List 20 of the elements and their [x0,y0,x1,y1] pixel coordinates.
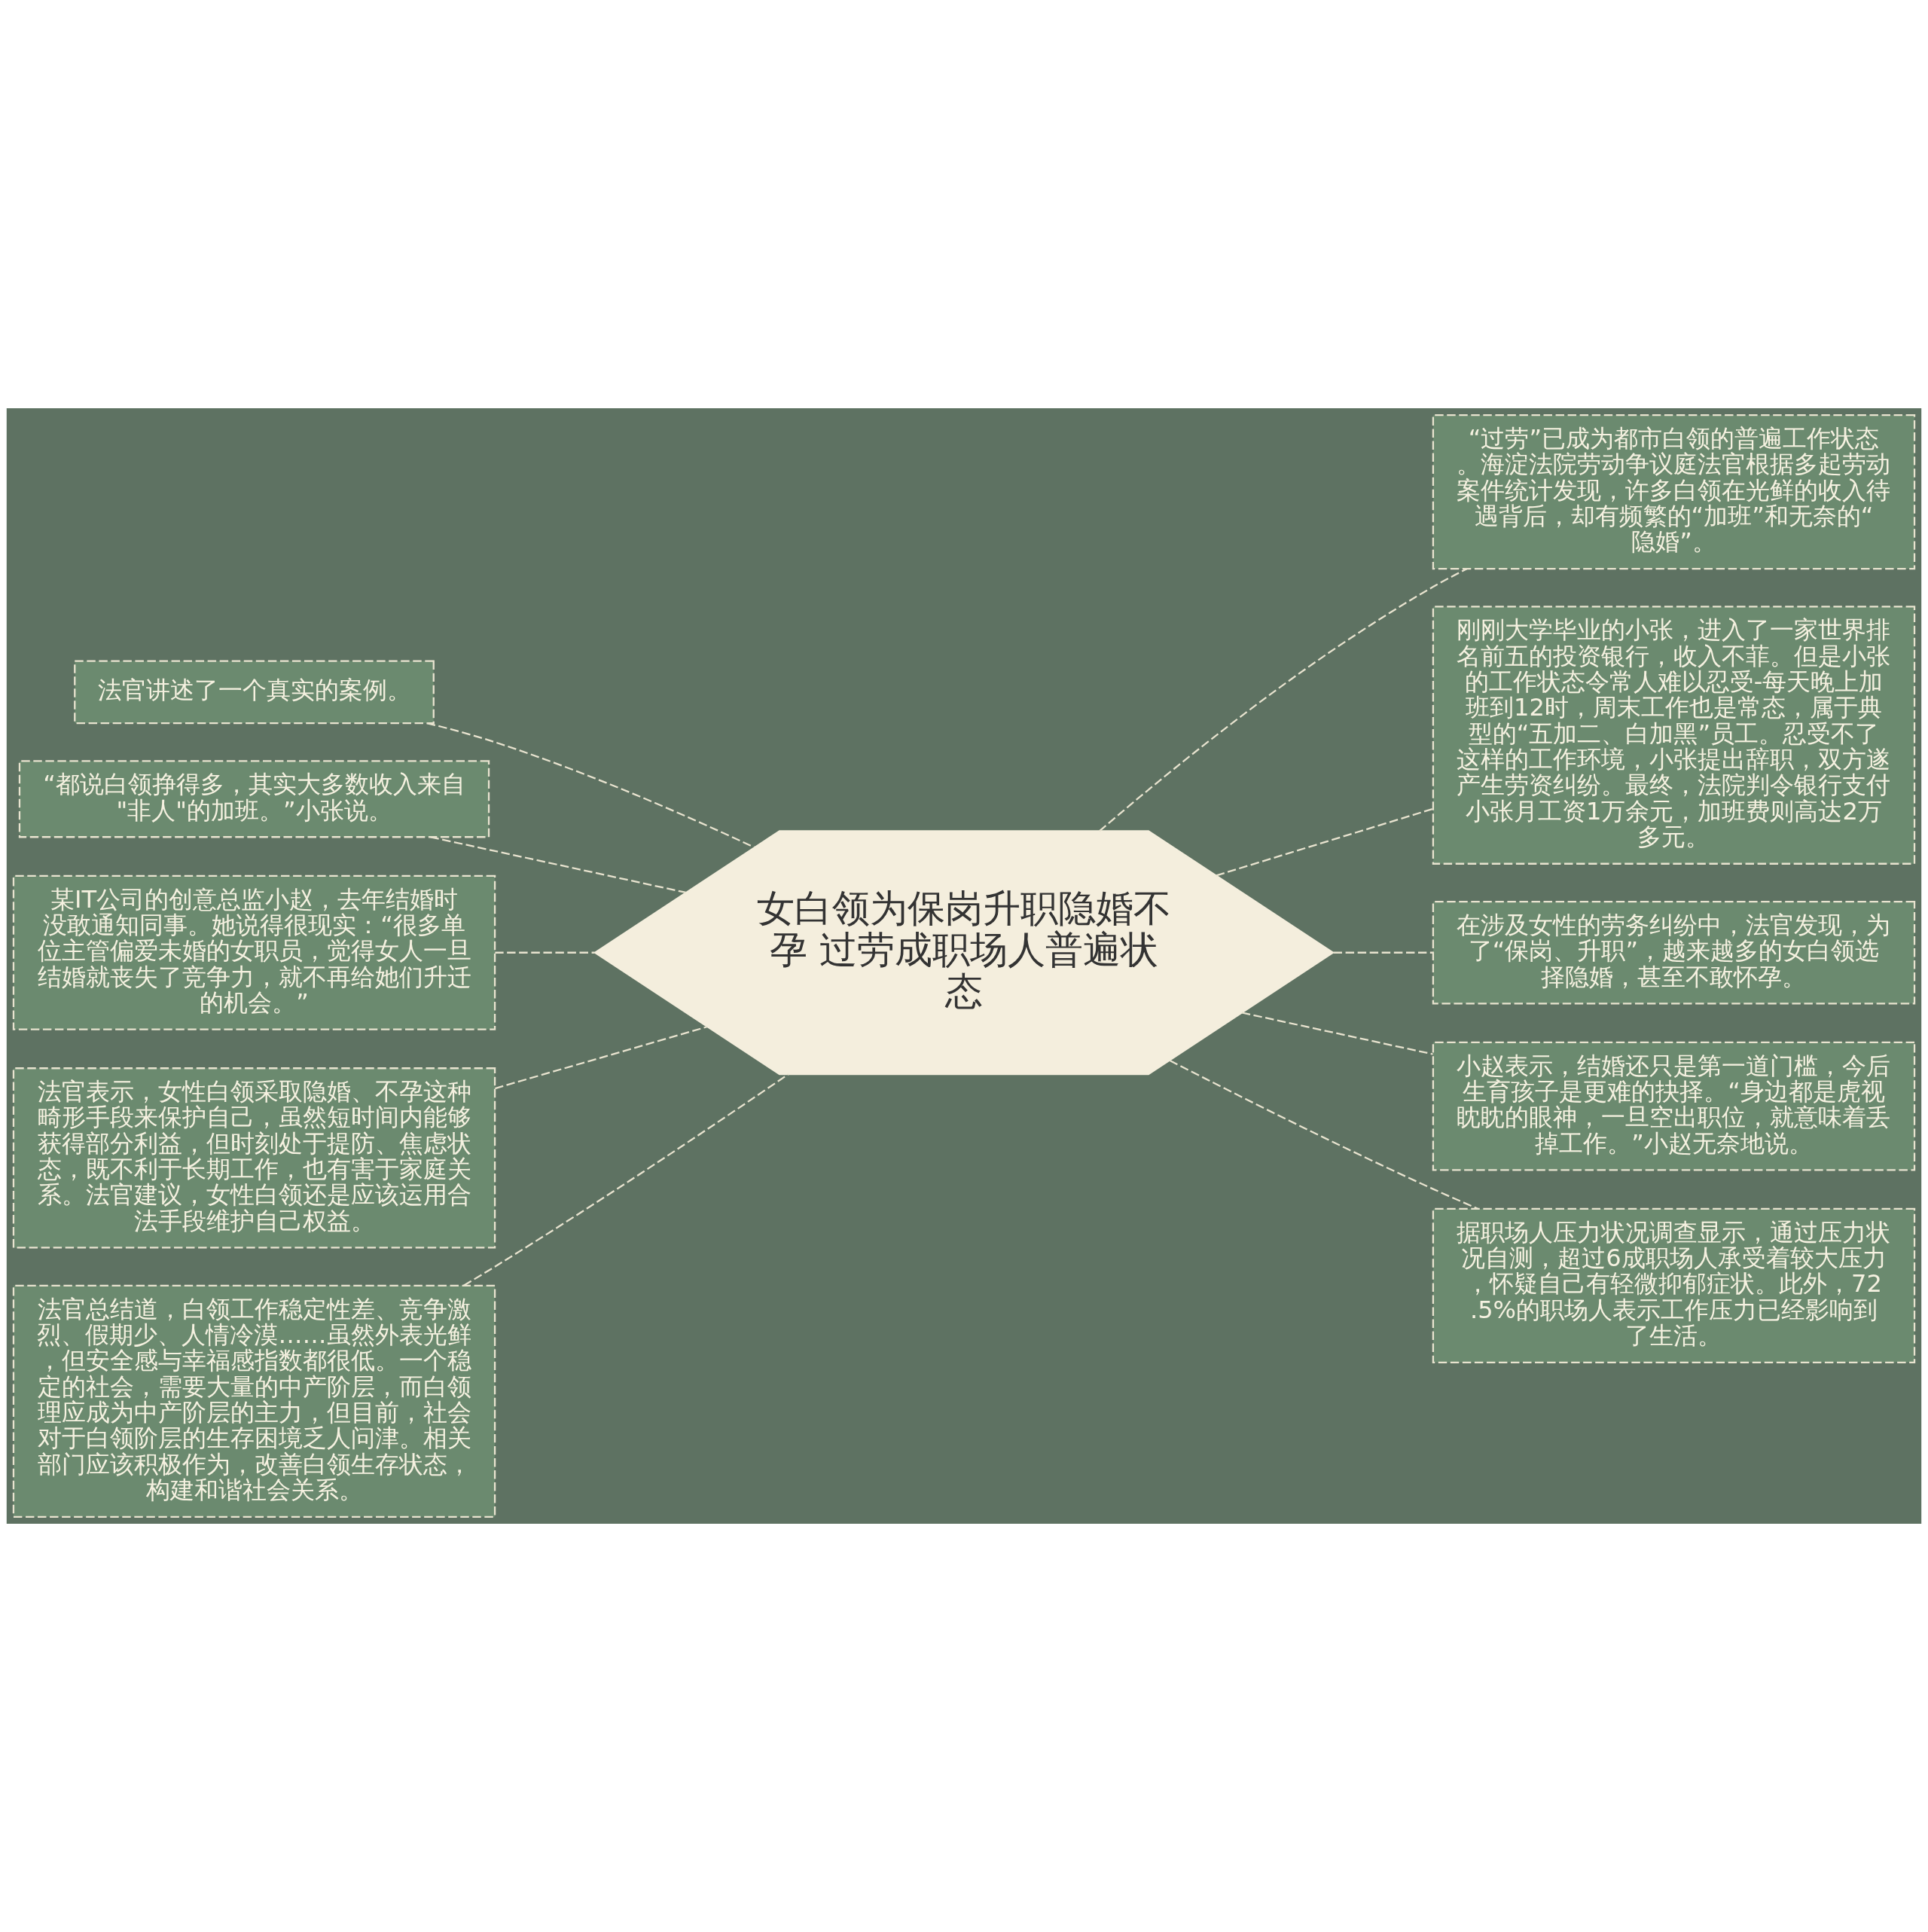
node-box: 在涉及女性的劳务纠纷中，法官发现，为了“保岗、升职”，越来越多的女白领选择隐婚，甚至不敢怀孕。 [1432,901,1916,1005]
node-box: 某IT公司的创意总监小赵，去年结婚时没敢通知同事。她说得很现实：“很多单位主管偏爱未婚的女职员，觉得女人一旦结婚就丧失了竞争力，就不再给她们升迁的机会。” [12,874,496,1030]
node-box: 法官讲述了一个真实的案例。 [74,660,435,725]
connector [426,722,755,848]
connector [1333,951,1433,954]
node-box: “过劳”已成为都市白领的普遍工作状态。海淀法院劳动争议庭法官根据多起劳动案件统计发现，许多白领在光鲜的收入待遇背后，却有频繁的“加班”和无奈的“隐婚”。 [1432,414,1916,570]
connector [1241,1012,1433,1055]
node-box: 据职场人压力状况调查显示，通过压力状况自测，超过6成职场人承受着较大压力，怀疑自己有轻微抑郁症状。此外，72.5%的职场人表示工作压力已经影响到了生活。 [1432,1207,1916,1363]
connector [463,1073,789,1286]
node-box: 法官总结道，白领工作稳定性差、竞争激烈、假期少、人情冷漠……虽然外表光鲜，但安全感与幸福感指数都很低。一个稳定的社会，需要大量的中产阶层，而白领理应成为中产阶层的主力，但目前，社会对于白领阶层的生存困境乏人问津。相关部门应该积极作为，改善白领生存状态，构建和谐社会关系。 [12,1284,496,1518]
node-box: 小赵表示，结婚还只是第一道门槛，今后生育孩子是更难的抉择。“身边都是虎视眈眈的眼神，一旦空出职位，就意味着丢掉工作。”小赵无奈地说。 [1432,1041,1916,1171]
node-box: 法官表示，女性白领采取隐婚、不孕这种畸形手段来保护自己，虽然短时间内能够获得部分利益，但时刻处于提防、焦虑状态，既不利于长期工作，也有害于家庭关系。法官建议，女性白领还是应该运用合法手段维护自己权益。 [12,1067,496,1249]
connector [1216,807,1433,877]
connector [430,836,686,894]
node-box: 刚刚大学毕业的小张，进入了一家世界排名前五的投资银行，收入不菲。但是小张的工作状态令常人难以忍受-每天晚上加班到12时，周末工作也是常态，属于典型的“五加二、白加黑”员工。忍受不了这样的工作环境，小张提出辞职，双方遂产生劳资纠纷。最终，法院判令银行支付小张月工资1万余元，加班费则高达2万多元。 [1432,606,1916,865]
connector [1169,1060,1478,1210]
node-box: “都说白领挣得多，其实大多数收入来自"非人"的加班。”小张说。 [18,760,490,838]
connector [1099,568,1468,832]
connector [495,951,595,954]
connector [495,1026,708,1090]
